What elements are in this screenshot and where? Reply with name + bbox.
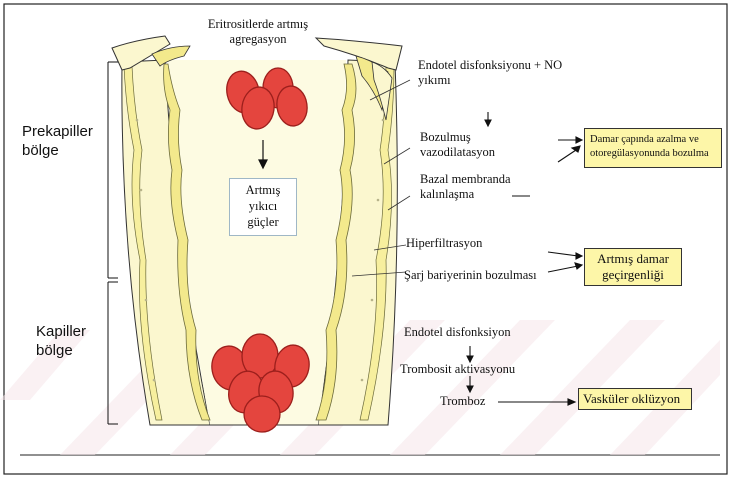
top-caption: Eritrositlerde artmış agregasyon xyxy=(188,17,328,47)
outcome-gecirgenlik-line-1: Artmış damar xyxy=(591,251,675,267)
label-bazal: Bazal membranda kalınlaşma xyxy=(420,172,511,202)
label-endotel-no-line-1: Endotel disfonksiyonu + NO xyxy=(418,58,562,73)
label-endotel-disf: Endotel disfonksiyon xyxy=(404,325,511,340)
center-box-line-3: güçler xyxy=(236,214,290,230)
outcome-damar-capi: Damar çapında azalma ve otoregülasyonund… xyxy=(584,128,722,168)
top-caption-line-1: Eritrositlerde artmış xyxy=(188,17,328,32)
region-kapiller-line-1: Kapiller xyxy=(36,322,86,341)
destructive-forces-box: Artmış yıkıcı güçler xyxy=(229,178,297,236)
region-prekapiller-line-2: bölge xyxy=(22,141,93,160)
outcome-okluzyon: Vasküler oklüzyon xyxy=(578,388,692,410)
label-bozulmus-line-1: Bozulmuş xyxy=(420,130,495,145)
label-bazal-line-2: kalınlaşma xyxy=(420,187,511,202)
region-prekapiller-line-1: Prekapiller xyxy=(22,122,93,141)
label-trombosit: Trombosit aktivasyonu xyxy=(400,362,515,377)
outcome-gecirgenlik: Artmış damar geçirgenliği xyxy=(584,248,682,286)
label-tromboz: Tromboz xyxy=(440,394,485,409)
label-endotel-no: Endotel disfonksiyonu + NO yıkımı xyxy=(418,58,562,88)
center-box-line-1: Artmış xyxy=(236,182,290,198)
label-bozulmus-line-2: vazodilatasyon xyxy=(420,145,495,160)
outcome-gecirgenlik-line-2: geçirgenliği xyxy=(591,267,675,283)
outcome-damar-capi-line-1: Damar çapında azalma ve xyxy=(590,133,716,147)
region-kapiller-line-2: bölge xyxy=(36,341,86,360)
center-box-line-2: yıkıcı xyxy=(236,198,290,214)
label-bozulmus: Bozulmuş vazodilatasyon xyxy=(420,130,495,160)
top-caption-line-2: agregasyon xyxy=(188,32,328,47)
label-sarj: Şarj bariyerinin bozulması xyxy=(404,268,537,283)
region-prekapiller: Prekapiller bölge xyxy=(22,122,93,160)
label-bazal-line-1: Bazal membranda xyxy=(420,172,511,187)
label-endotel-no-line-2: yıkımı xyxy=(418,73,562,88)
outcome-damar-capi-line-2: otoregülasyonunda bozulma xyxy=(590,147,716,161)
label-hiperfiltrasyon: Hiperfiltrasyon xyxy=(406,236,482,251)
region-kapiller: Kapiller bölge xyxy=(36,322,86,360)
